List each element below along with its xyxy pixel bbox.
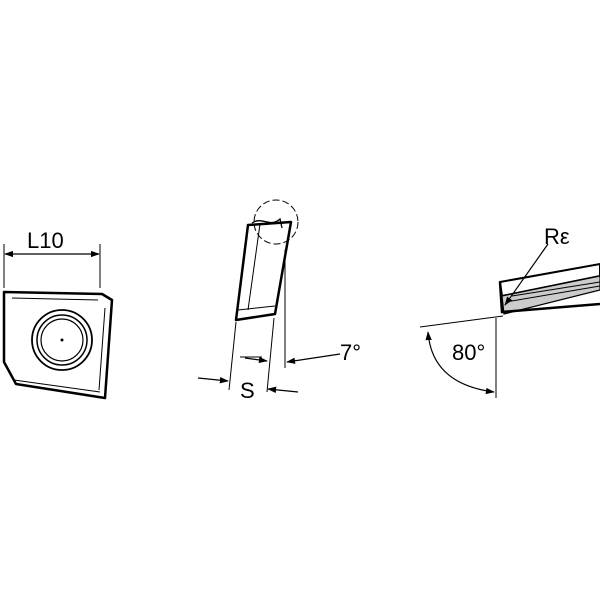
insert-hole-inner [40, 318, 84, 362]
s-arrow-left [197, 377, 229, 384]
angle-arrow-right [286, 353, 341, 364]
corner-angle-label: 80° [452, 340, 485, 365]
s-extension-right [266, 317, 275, 393]
insert-outline [2, 290, 114, 400]
insert-chamfer-lines [11, 297, 106, 393]
radius-leader [504, 243, 549, 306]
side-insert-body [234, 220, 293, 322]
corner-outline [498, 281, 600, 314]
s-label: S [240, 378, 255, 403]
corner-edge-lines [505, 281, 600, 303]
insert-center-point [60, 338, 64, 342]
detail-circle [253, 199, 299, 245]
l10-label: L10 [27, 228, 64, 253]
s-extension-left [228, 321, 237, 391]
radius-label: Rε [544, 224, 570, 249]
insert-hole-ring [36, 314, 88, 366]
side-insert-inner-lines [237, 223, 276, 311]
top-view: L10 [2, 228, 114, 400]
angle-arrow-left [244, 356, 268, 364]
corner-view: Rε 80° [419, 224, 600, 398]
insert-hole-outer [31, 309, 93, 371]
s-arrow-right [267, 386, 299, 393]
side-view: S 7° [197, 199, 361, 403]
corner-angle-arc [425, 331, 495, 395]
angle-line-horizontal [419, 315, 504, 328]
side-break-line [251, 217, 283, 229]
clearance-angle-label: 7° [340, 340, 361, 365]
